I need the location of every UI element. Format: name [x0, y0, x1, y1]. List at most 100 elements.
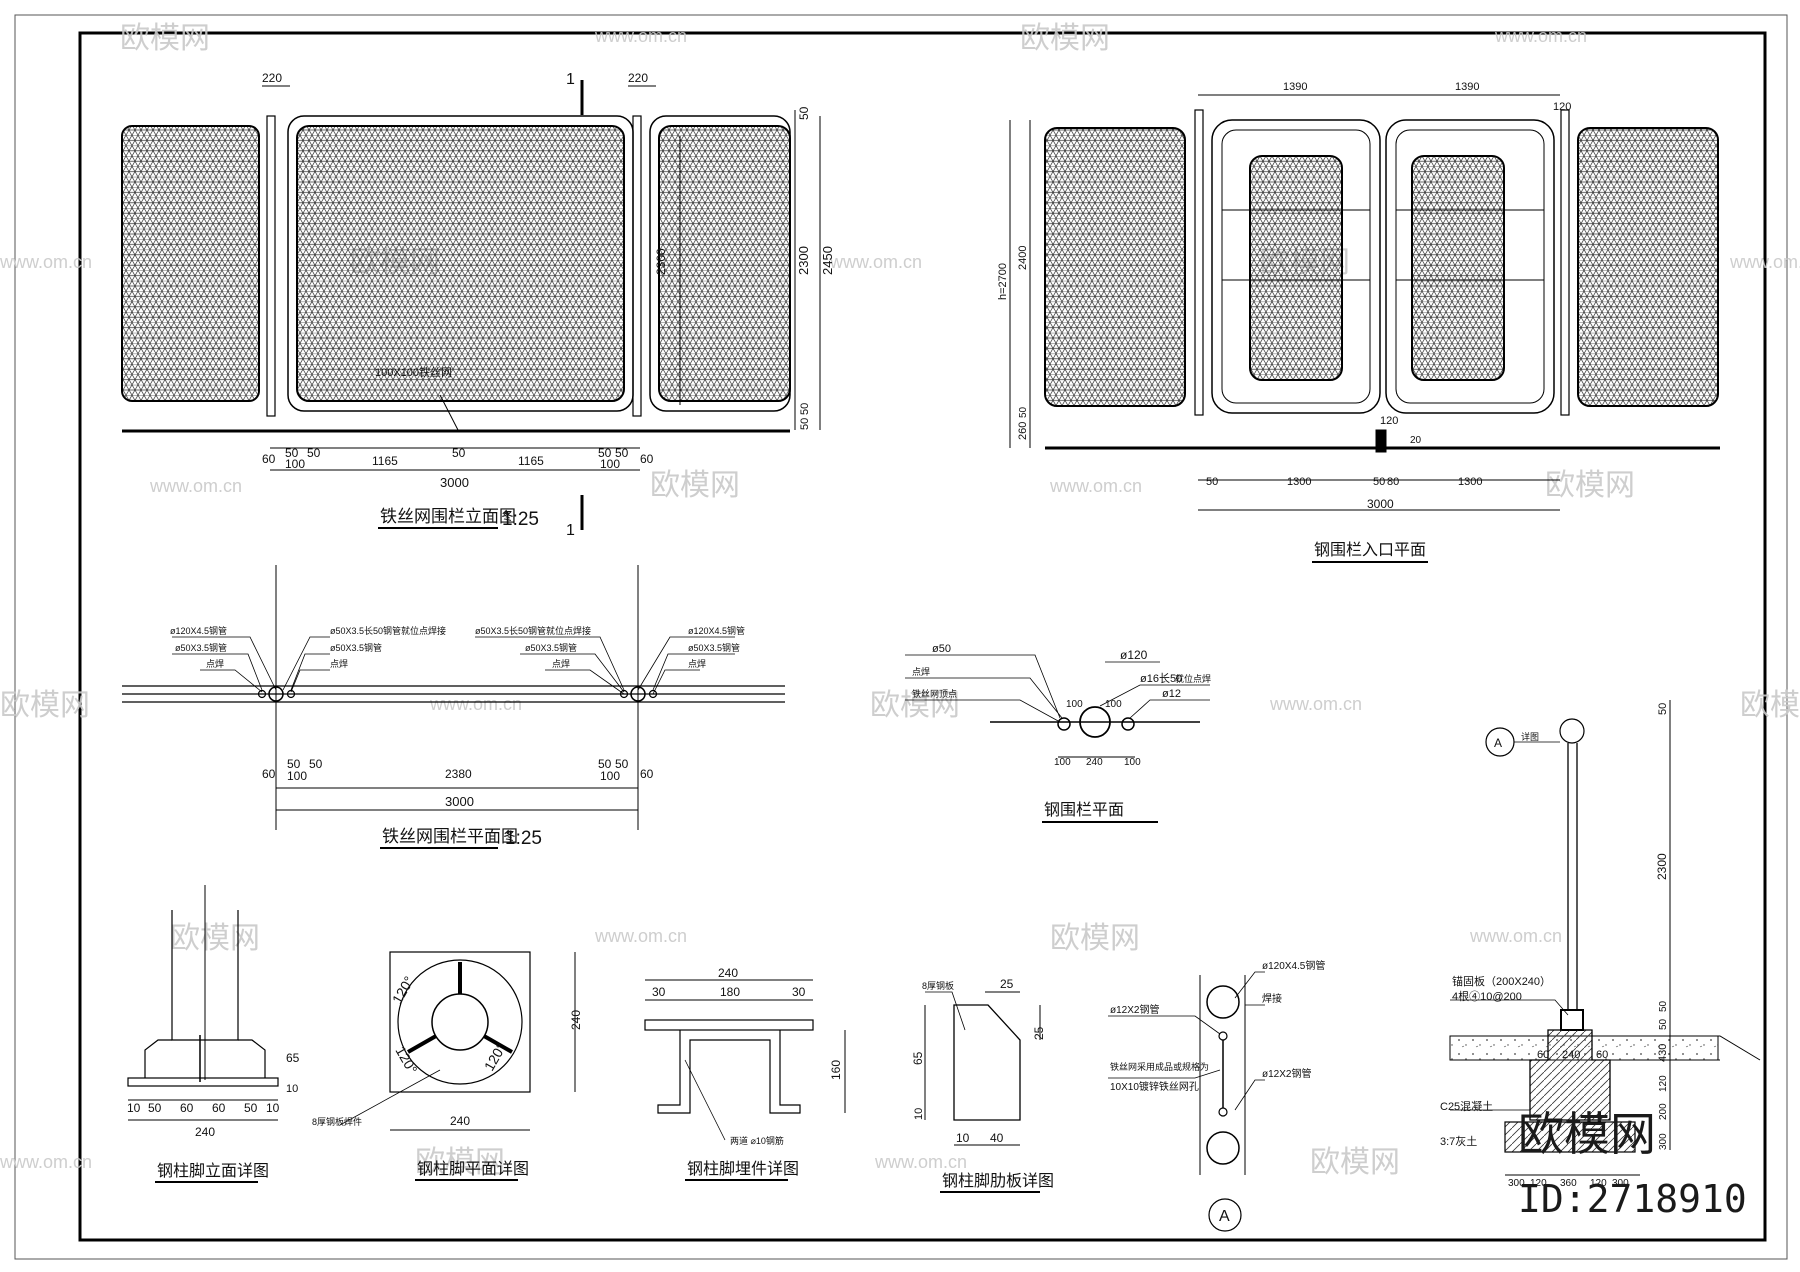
dim-label: 50: [1658, 1018, 1669, 1030]
dim-label: 30: [792, 985, 806, 999]
dim-label: 360: [1560, 1178, 1577, 1189]
dim-label: 120: [1380, 415, 1398, 427]
dim-label: 50: [148, 1101, 162, 1115]
dim-label: 10: [956, 1131, 970, 1145]
dim-label: 240: [718, 966, 738, 980]
dim-label: 1390: [1455, 81, 1479, 93]
watermark-logo: 欧模网: [1518, 1108, 1656, 1160]
dim-label: 220: [262, 71, 282, 85]
dim-label: 30: [652, 985, 666, 999]
watermark-brand: 欧模网: [1050, 922, 1140, 955]
dim-label: 2450: [820, 246, 835, 275]
watermark-site: www.om.cn: [1469, 926, 1562, 946]
dim-label: 1300: [1458, 476, 1482, 488]
callout-label: ø120X4.5钢管: [688, 625, 745, 636]
gate-leaf: [1385, 119, 1555, 414]
dim-label: 1165: [518, 454, 544, 468]
callout-label: ø50X3.5钢管: [688, 642, 740, 653]
drawing-title: 铁丝网围栏平面图: [382, 827, 518, 846]
callout-label: 点焊: [330, 658, 348, 669]
dim-label: 50: [1018, 406, 1029, 418]
callout-label: 3:7灰土: [1440, 1134, 1477, 1148]
dim-label: 25: [1000, 977, 1014, 991]
dim-label: 100: [600, 769, 620, 783]
dim-label: 100: [1124, 757, 1141, 768]
post: [1194, 109, 1204, 416]
watermark-site: www.om.cn: [1049, 476, 1142, 496]
dim-label: 2380: [445, 767, 472, 781]
dim-label: 300: [1658, 1133, 1669, 1150]
callout-label: 铁丝网采用成品或规格为: [1110, 1061, 1209, 1072]
leader: [439, 394, 459, 431]
dim-label: 120: [1553, 101, 1571, 113]
watermark-brand: 欧模网: [1740, 689, 1800, 722]
dim-label: 50: [1206, 476, 1218, 488]
callout-label: 点焊: [688, 658, 706, 669]
callout-label: ø12X2钢管: [1110, 1003, 1159, 1016]
dim-label: 10: [286, 1083, 298, 1095]
drawing-scale: 1:25: [502, 509, 539, 530]
dim-label: 50: [799, 418, 811, 430]
dim-label: 60: [212, 1101, 226, 1115]
embed-detail: [644, 979, 846, 1141]
dim-label: 60: [1596, 1049, 1608, 1061]
detail-marker: A: [1219, 1208, 1230, 1225]
watermark-brand: 欧模网: [1020, 22, 1110, 55]
dim-label: 240: [1086, 757, 1103, 768]
dim-label: 50: [309, 757, 323, 771]
dim-label: 60: [640, 452, 654, 466]
callout-label: 10X10镀锌铁丝网孔: [1110, 1080, 1199, 1093]
dim-label: 80: [1387, 476, 1399, 488]
dim-label: 2400: [1017, 246, 1029, 270]
dim-label: 50: [1658, 1000, 1669, 1012]
watermark-site: www.om.cn: [0, 252, 92, 272]
watermark-id: ID:2718910: [1518, 1177, 1747, 1221]
dim-label: 240: [450, 1114, 470, 1128]
drawing-title: 钢柱脚平面详图: [417, 1160, 529, 1178]
dim-label: 1300: [1287, 476, 1311, 488]
dim-label: 50: [287, 757, 301, 771]
dim-label: 50: [598, 757, 612, 771]
drawing-title: 钢围栏入口平面: [1314, 541, 1426, 559]
drawing-title: 钢柱脚肋板详图: [942, 1172, 1054, 1190]
dim-label: 50: [615, 757, 629, 771]
dim-bottom-row: 60 50 50 100 1165 50 1165 50 50 100 60: [262, 446, 654, 471]
rib-detail: [924, 991, 1041, 1146]
callout-label: 点焊: [912, 666, 930, 677]
drawing-border: [78, 31, 1767, 1242]
watermark-brand: 欧模网: [650, 469, 740, 502]
callout-label: ø50X3.5钢管: [525, 642, 577, 653]
callout-label: ø120X4.5钢管: [1262, 959, 1325, 972]
watermark-brand: 欧模网: [415, 1146, 505, 1179]
dim-label: 50: [799, 403, 811, 415]
dim-total: 3000: [440, 475, 469, 490]
gate-leaf-inner: [1395, 129, 1545, 404]
dim-label: 20: [1410, 435, 1422, 446]
callout-label: 点焊: [552, 658, 570, 669]
dim-label: 50: [1657, 703, 1669, 715]
watermark-site: www.om.cn: [1494, 26, 1587, 46]
fence-elevation: [121, 80, 821, 530]
dim-label: 50: [285, 446, 299, 460]
callout-label: ø12: [1162, 688, 1181, 700]
dim-label: h=2700: [997, 263, 1009, 300]
dim-label: 120: [1590, 1178, 1607, 1189]
mesh-panel: [121, 125, 260, 402]
post: [266, 115, 276, 417]
callout-label: ø50: [932, 643, 951, 655]
dim-total: 240: [195, 1125, 215, 1139]
section-mark: 1: [566, 71, 575, 88]
dim-label: 50: [1373, 476, 1385, 488]
dim-label: 2300: [1655, 853, 1669, 880]
callout-label: 100: [1066, 699, 1083, 710]
dim-label: 260: [1017, 422, 1029, 440]
fence-plan: [122, 565, 785, 830]
dim-label: 60: [262, 767, 276, 781]
dim-label: 100: [287, 769, 307, 783]
callout-label: ø120: [1120, 648, 1148, 662]
drawing-title: 铁丝网围栏立面图: [380, 507, 516, 526]
callout-label: 100: [1105, 699, 1122, 710]
callout-label: ø50X3.5钢管: [175, 642, 227, 653]
drawing-title: 钢围栏平面: [1044, 801, 1124, 819]
